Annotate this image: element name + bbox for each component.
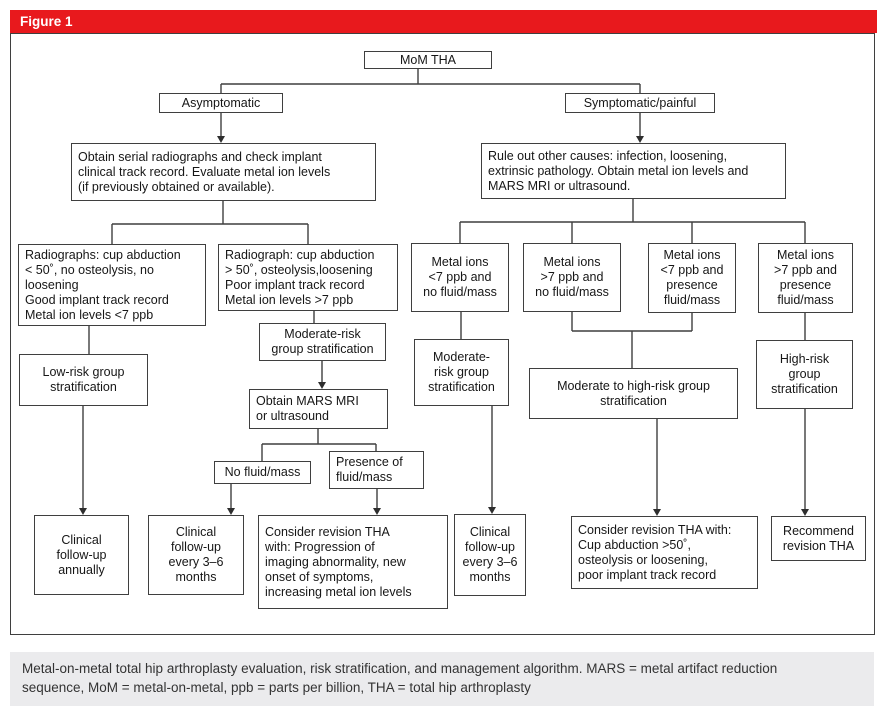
node-mom-tha: MoM THA [364,51,492,69]
node-asymptomatic: Asymptomatic [159,93,283,113]
node-radiograph-high-risk-criteria: Radiograph: cup abduction > 50˚, osteoly… [218,244,398,311]
node-radiographs-low-risk-criteria: Radiographs: cup abduction < 50˚, no ost… [18,244,206,326]
arrowhead [79,508,87,515]
figure-label: Figure 1 [20,14,73,29]
connector-svg [79,69,809,516]
arrowhead [488,507,496,514]
figure-banner: Figure 1 [10,10,877,33]
arrowhead [217,136,225,143]
node-high-risk-stratification: High-risk group stratification [756,340,853,409]
node-presence-fluid-mass: Presence of fluid/mass [329,451,424,489]
arrowhead [373,508,381,515]
node-consider-revision-cup: Consider revision THA with: Cup abductio… [571,516,758,589]
node-clinical-followup-annually: Clinical follow-up annually [34,515,129,595]
node-consider-revision-imaging: Consider revision THA with: Progression … [258,515,448,609]
node-metal-ions-low-fluid: Metal ions <7 ppb and presence fluid/mas… [648,243,736,313]
node-low-risk-stratification: Low-risk group stratification [19,354,148,406]
arrowhead [636,136,644,143]
node-moderate-risk-stratification: Moderate-risk group stratification [259,323,386,361]
arrowhead [801,509,809,516]
arrowhead [227,508,235,515]
arrowhead [653,509,661,516]
node-metal-ions-high-no-fluid: Metal ions >7 ppb and no fluid/mass [523,243,621,312]
node-obtain-serial-radiographs: Obtain serial radiographs and check impl… [71,143,376,201]
figure-caption: Metal-on-metal total hip arthroplasty ev… [10,652,874,706]
node-metal-ions-high-fluid: Metal ions >7 ppb and presence fluid/mas… [758,243,853,313]
node-moderate-to-high-risk-stratification: Moderate to high-risk group stratificati… [529,368,738,419]
node-recommend-revision-tha: Recommend revision THA [771,516,866,561]
node-no-fluid-mass: No fluid/mass [214,461,311,484]
arrowhead [318,382,326,389]
node-obtain-mars-mri: Obtain MARS MRI or ultrasound [249,389,388,429]
node-metal-ions-low-no-fluid: Metal ions <7 ppb and no fluid/mass [411,243,509,312]
node-rule-out-other-causes: Rule out other causes: infection, loosen… [481,143,786,199]
node-clinical-followup-3-6-right: Clinical follow-up every 3–6 months [454,514,526,596]
node-clinical-followup-3-6-left: Clinical follow-up every 3–6 months [148,515,244,595]
flowchart-canvas: MoM THA Asymptomatic Symptomatic/painful… [10,33,875,635]
node-symptomatic-painful: Symptomatic/painful [565,93,715,113]
node-moderate-risk-stratification-right: Moderate- risk group stratification [414,339,509,406]
